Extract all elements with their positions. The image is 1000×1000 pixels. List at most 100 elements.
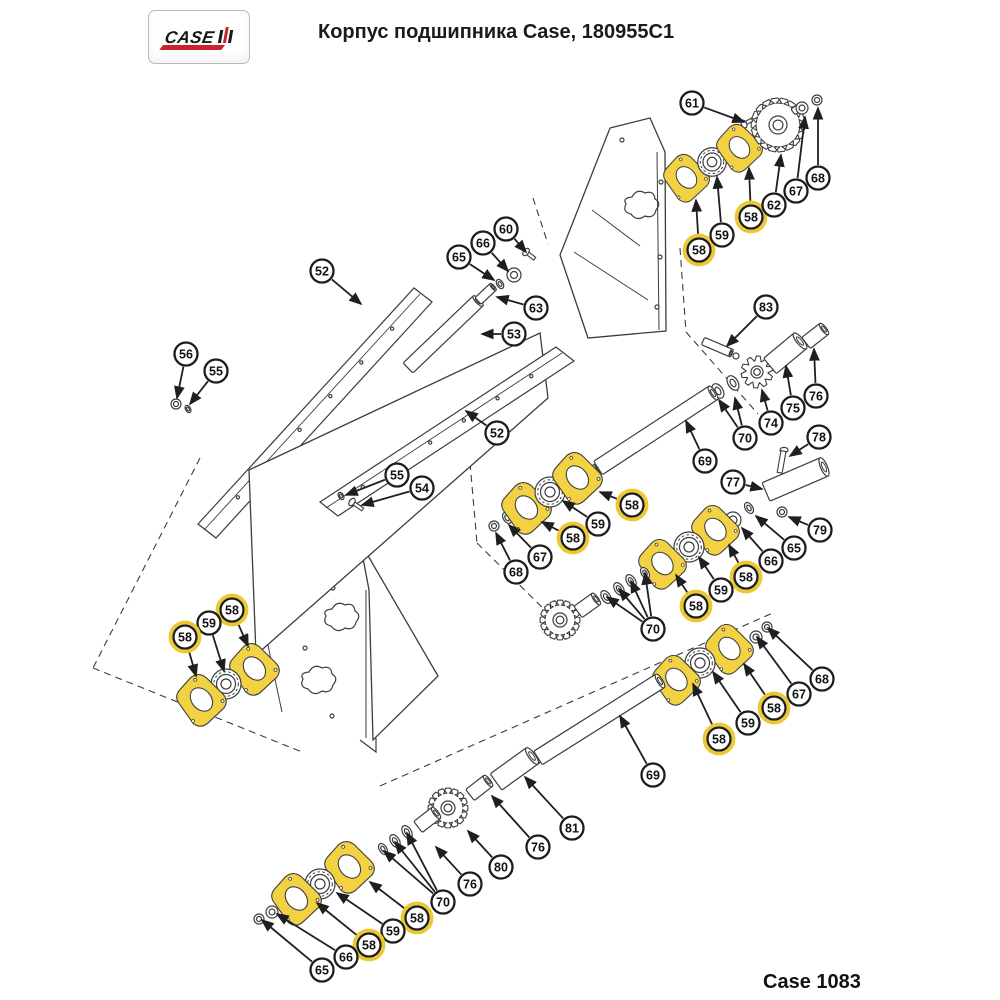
svg-text:58: 58 (362, 939, 376, 953)
svg-text:68: 68 (509, 566, 523, 580)
callout-58: 58 (556, 521, 590, 555)
callout-58: 58 (702, 722, 736, 756)
callout-67: 67 (786, 681, 812, 707)
roller-tube-77 (761, 457, 830, 502)
svg-text:58: 58 (178, 631, 192, 645)
svg-text:66: 66 (764, 555, 778, 569)
shaft-end-63 (474, 282, 497, 305)
callout-55: 55 (384, 462, 410, 488)
callout-67: 67 (527, 544, 553, 570)
svg-text:70: 70 (436, 896, 450, 910)
callout-52: 52 (484, 420, 510, 446)
callout-58: 58 (615, 488, 649, 522)
svg-text:65: 65 (315, 964, 329, 978)
svg-text:65: 65 (787, 542, 801, 556)
svg-text:58: 58 (410, 912, 424, 926)
svg-text:66: 66 (476, 237, 490, 251)
svg-text:58: 58 (712, 733, 726, 747)
callout-68: 68 (805, 165, 831, 191)
bearing-part (673, 531, 705, 563)
svg-text:83: 83 (759, 301, 773, 315)
svg-text:67: 67 (789, 185, 803, 199)
footer-note: Case 1083 (763, 971, 861, 993)
callout-52: 52 (309, 258, 335, 284)
svg-text:58: 58 (689, 600, 703, 614)
washer-part (401, 825, 413, 839)
callout-62: 62 (761, 192, 787, 218)
callout-59: 59 (196, 610, 222, 636)
angle-rail-52-lower (318, 346, 576, 517)
lock-collar-part (253, 913, 265, 925)
svg-text:59: 59 (202, 617, 216, 631)
nut-part (811, 94, 823, 106)
spacer-tube-81 (490, 747, 540, 791)
svg-text:63: 63 (529, 302, 543, 316)
callout-58: 58 (682, 233, 716, 267)
callout-66: 66 (333, 944, 359, 970)
main-shaft-69-upper (593, 385, 719, 475)
svg-text:54: 54 (415, 482, 429, 496)
callout-58: 58 (352, 928, 386, 962)
callout-70: 70 (430, 889, 456, 915)
nut-part (776, 506, 788, 518)
logo-ih-bars (216, 27, 235, 47)
callout-76: 76 (457, 871, 483, 897)
lock-collar-part (265, 905, 279, 919)
svg-text:76: 76 (809, 390, 823, 404)
lock-collar-part (795, 101, 809, 115)
svg-text:70: 70 (738, 432, 752, 446)
nut-part (488, 520, 500, 532)
callout-58: 58 (679, 589, 713, 623)
bolt-part (348, 497, 365, 512)
sprocket-part (740, 355, 774, 389)
bushing-76 (413, 806, 442, 833)
callout-68: 68 (503, 559, 529, 585)
svg-text:58: 58 (692, 244, 706, 258)
callout-77: 77 (720, 469, 746, 495)
svg-text:53: 53 (507, 328, 521, 342)
washer-part (495, 278, 505, 290)
main-shaft-69-lower (533, 673, 666, 765)
svg-text:70: 70 (646, 623, 660, 637)
callout-80: 80 (488, 854, 514, 880)
svg-text:62: 62 (767, 199, 781, 213)
svg-text:67: 67 (533, 551, 547, 565)
svg-text:77: 77 (726, 476, 740, 490)
svg-text:80: 80 (494, 861, 508, 875)
carriage-bolt-78 (776, 446, 789, 474)
svg-text:67: 67 (792, 688, 806, 702)
svg-text:58: 58 (739, 571, 753, 585)
callout-balloons: 6158595862676860666563525655535255548376… (168, 90, 835, 983)
svg-text:58: 58 (767, 702, 781, 716)
callout-59: 59 (709, 222, 735, 248)
callout-59: 59 (585, 511, 611, 537)
svg-text:68: 68 (815, 673, 829, 687)
callout-65: 65 (309, 957, 335, 983)
sprocket-part (750, 97, 806, 153)
callout-56: 56 (173, 341, 199, 367)
svg-text:59: 59 (591, 518, 605, 532)
svg-text:59: 59 (715, 229, 729, 243)
chain-link-pin-83 (701, 337, 734, 358)
callout-79: 79 (807, 517, 833, 543)
callout-59: 59 (380, 918, 406, 944)
callout-arrows (174, 106, 824, 963)
callout-65: 65 (446, 244, 472, 270)
svg-text:52: 52 (315, 265, 329, 279)
svg-text:52: 52 (490, 427, 504, 441)
svg-text:56: 56 (179, 348, 193, 362)
callout-53: 53 (501, 321, 527, 347)
bearing-housing-flange-part (716, 123, 763, 173)
frame-side-sheet (559, 117, 667, 339)
callout-58: 58 (757, 691, 791, 725)
svg-text:66: 66 (339, 951, 353, 965)
lock-collar-part (506, 267, 522, 283)
callout-70: 70 (640, 616, 666, 642)
callout-58: 58 (215, 593, 249, 627)
svg-text:69: 69 (646, 769, 660, 783)
svg-text:59: 59 (741, 717, 755, 731)
svg-text:78: 78 (812, 431, 826, 445)
svg-text:61: 61 (685, 97, 699, 111)
svg-text:58: 58 (566, 532, 580, 546)
